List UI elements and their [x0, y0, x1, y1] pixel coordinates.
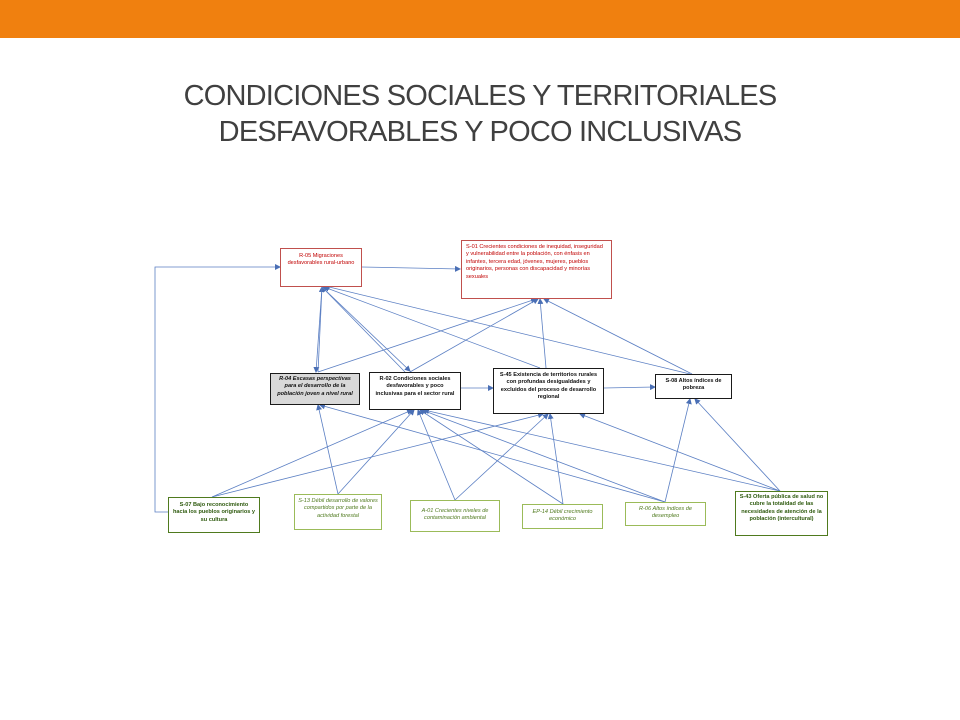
slide-accent-bar [0, 0, 960, 38]
slide-title: CONDICIONES SOCIALES Y TERRITORIALES DES… [60, 78, 900, 150]
node-r02-label: R-02 Condiciones sociales desfavorables … [375, 376, 455, 397]
node-s01: S-01 Crecientes condiciones de inequidad… [461, 240, 612, 299]
edge-s07-s45 [211, 412, 544, 498]
node-ep14: EP-14 Débil crecimiento económico [522, 504, 603, 529]
edge-ep14-r02 [419, 409, 564, 505]
edge-s08-r05 [324, 284, 691, 375]
node-r05-label: R-05 Migraciones desfavorables rural-urb… [287, 253, 355, 267]
edge-s45-r05 [323, 285, 541, 369]
edge-ep14-s45 [547, 413, 564, 505]
edge-s43-s08 [694, 398, 781, 492]
node-r04-label: R-04 Escasas perspectivas para el desarr… [277, 376, 353, 397]
node-s08: S-08 Altos índices de pobreza [655, 374, 732, 399]
edge-s13-r04 [316, 404, 339, 495]
edge-a01-s45 [454, 413, 549, 501]
edge-r05-r04 [313, 286, 323, 373]
node-ep14-label: EP-14 Débil crecimiento económico [532, 509, 593, 523]
edge-r05-s01 [361, 265, 461, 272]
node-a01-label: A-01 Crecientes niveles de contaminación… [421, 508, 489, 522]
edge-s43-s45 [579, 412, 781, 492]
edge-r06-r04 [319, 403, 666, 503]
edge-s43-r02 [423, 408, 781, 492]
slide-title-line-1: CONDICIONES SOCIALES Y TERRITORIALES [183, 80, 778, 112]
edge-r02-r05 [321, 286, 406, 373]
node-r02: R-02 Condiciones sociales desfavorables … [369, 372, 461, 410]
edge-s13-r02 [337, 409, 415, 495]
node-s13: S-13 Débil desarrollo de valores compart… [294, 494, 382, 530]
edge-r06-r02 [421, 408, 666, 503]
node-s45-label: S-45 Existencia de territorios rurales c… [499, 372, 598, 401]
edge-s45-s08 [603, 384, 656, 391]
node-s45: S-45 Existencia de territorios rurales c… [493, 368, 604, 414]
node-s01-label: S-01 Crecientes condiciones de inequidad… [466, 244, 603, 280]
node-s07: S-07 Bajo reconocimiento hacia los puebl… [168, 497, 260, 533]
node-r06-label: R-06 Altos índices de desempleo [639, 506, 692, 520]
node-s43-label: S-43 Oferta pública de salud no cubre la… [739, 494, 824, 523]
edge-s08-s01 [543, 298, 693, 375]
node-s43: S-43 Oferta pública de salud no cubre la… [735, 491, 828, 536]
edge-s45-s01 [537, 298, 547, 369]
edge-r02-s01 [409, 298, 539, 373]
node-r04: R-04 Escasas perspectivas para el desarr… [270, 373, 360, 405]
edge-s07-r05 [154, 264, 281, 513]
edge-r04-s01 [317, 297, 537, 373]
edge-r06-s08 [664, 398, 692, 503]
edge-s07-r02 [211, 409, 413, 498]
node-s08-label: S-08 Altos índices de pobreza [665, 378, 722, 392]
edge-r05-r02 [321, 286, 411, 372]
node-a01: A-01 Crecientes niveles de contaminación… [410, 500, 500, 532]
edge-a01-r02 [417, 409, 456, 501]
node-r05: R-05 Migraciones desfavorables rural-urb… [280, 248, 362, 287]
node-r06: R-06 Altos índices de desempleo [625, 502, 706, 526]
slide-title-line-2: DESFAVORABLES Y POCO INCLUSIVAS [218, 116, 742, 148]
node-s07-label: S-07 Bajo reconocimiento hacia los puebl… [172, 502, 256, 523]
node-s13-label: S-13 Débil desarrollo de valores compart… [298, 498, 378, 519]
